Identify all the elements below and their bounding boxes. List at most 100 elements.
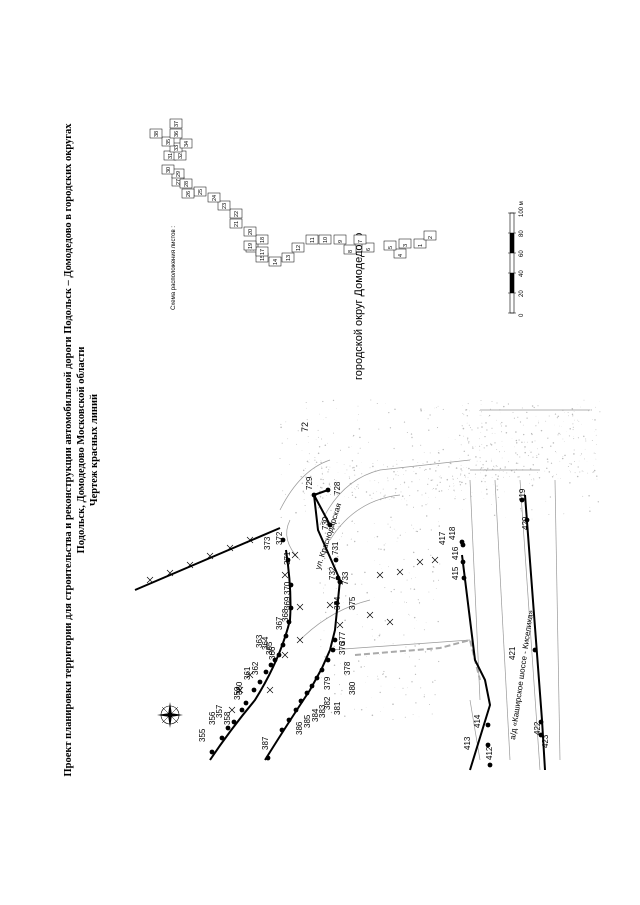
boundary-point bbox=[538, 732, 544, 738]
boundary-point bbox=[231, 719, 237, 725]
point-label: 363 bbox=[255, 634, 264, 648]
point-label: 412 bbox=[485, 746, 494, 760]
cross-marker bbox=[296, 636, 304, 644]
point-label: 377 bbox=[338, 631, 347, 645]
boundary-point bbox=[532, 647, 538, 653]
sheet-cell bbox=[161, 136, 175, 147]
boundary-point bbox=[327, 522, 333, 528]
point-label: 380 bbox=[348, 681, 357, 695]
terrain-speckle bbox=[279, 399, 601, 721]
cross-marker bbox=[296, 603, 304, 611]
sheet-label: 32 bbox=[178, 153, 184, 159]
boundary-point bbox=[288, 605, 294, 611]
point-label: 417 bbox=[438, 531, 447, 545]
red-lines bbox=[134, 489, 546, 771]
boundary-point bbox=[257, 679, 263, 685]
sheet-label: 27 bbox=[176, 179, 182, 185]
point-label: 414 bbox=[473, 714, 482, 728]
sheet-label: 18 bbox=[260, 237, 266, 243]
point-label: 366 bbox=[268, 646, 277, 660]
boundary-point bbox=[311, 492, 317, 498]
point-label: 383 bbox=[318, 704, 327, 718]
sheet-cell bbox=[393, 248, 407, 259]
sheet-cell bbox=[161, 164, 175, 175]
boundary-point bbox=[209, 749, 215, 755]
sheet-label: 11 bbox=[310, 237, 316, 243]
sheet-cell bbox=[343, 244, 357, 255]
sheet-label: 20 bbox=[248, 229, 254, 235]
point-label: 371 bbox=[283, 551, 292, 565]
cross-marker bbox=[396, 568, 404, 576]
sheet-cell bbox=[291, 242, 305, 253]
scale-tick-label: 20 bbox=[519, 290, 525, 297]
sheet-cell bbox=[243, 226, 257, 237]
boundary-points bbox=[209, 487, 544, 768]
point-label: 356 bbox=[208, 711, 217, 725]
sheet-label: 31 bbox=[168, 153, 174, 159]
point-label: 358 bbox=[223, 711, 232, 725]
boundary-point bbox=[524, 517, 530, 523]
sheet-cell bbox=[268, 256, 282, 267]
point-label: 376 bbox=[338, 641, 347, 655]
point-label: 733 bbox=[341, 571, 350, 585]
dashed-boundary bbox=[354, 638, 481, 681]
sheet-label: 23 bbox=[222, 203, 228, 209]
point-label: 413 bbox=[463, 736, 472, 750]
cross-marker bbox=[266, 686, 274, 694]
cross-marker bbox=[431, 556, 439, 564]
point-label: 386 bbox=[295, 721, 304, 735]
district-label: городской округ Домодедово bbox=[353, 233, 365, 380]
point-label: 368 bbox=[281, 608, 290, 622]
cross-marker bbox=[281, 571, 289, 579]
sheet-label: 35 bbox=[166, 139, 172, 145]
scale-tick-label: 100 м bbox=[519, 201, 525, 217]
cross-marker bbox=[228, 706, 236, 714]
point-label: 384 bbox=[311, 708, 320, 722]
cross-marker bbox=[376, 571, 384, 579]
point-label: 369 bbox=[283, 596, 292, 610]
boundary-point bbox=[279, 727, 285, 733]
sheet-cell bbox=[413, 238, 427, 249]
point-label: 421 bbox=[508, 646, 517, 660]
boundary-point bbox=[461, 575, 467, 581]
sheet-label: 17 bbox=[260, 249, 266, 255]
sheet-label: 30 bbox=[166, 167, 172, 173]
sheet-label: 5 bbox=[388, 246, 394, 249]
boundary-point bbox=[272, 657, 278, 663]
cross-marker bbox=[326, 601, 334, 609]
sheet-cell bbox=[383, 240, 397, 251]
boundary-point bbox=[239, 707, 245, 713]
sheet-cell bbox=[229, 218, 243, 229]
point-label: 367 bbox=[275, 616, 284, 630]
boundary-point bbox=[538, 719, 544, 725]
point-label: 357 bbox=[215, 704, 224, 718]
point-label: 373 bbox=[263, 536, 272, 550]
scale-tick-label: 0 bbox=[519, 313, 525, 317]
street-label-highway: а/д «Каширское шоссе - Киселиха» bbox=[508, 609, 535, 740]
sheet-cell bbox=[361, 242, 375, 253]
sheet-label: 7 bbox=[358, 240, 364, 243]
sheet-label: 29 bbox=[176, 171, 182, 177]
sheet-cell bbox=[229, 208, 243, 219]
sheet-label: 13 bbox=[286, 255, 292, 261]
sheet-label: 36 bbox=[174, 131, 180, 137]
point-label: 362 bbox=[251, 661, 260, 675]
sheet-cell bbox=[281, 252, 295, 263]
point-label: 385 bbox=[303, 714, 312, 728]
point-label: 731 bbox=[331, 541, 340, 555]
sheet-label: 19 bbox=[248, 243, 254, 249]
boundary-point bbox=[325, 487, 331, 493]
point-label: 387 bbox=[261, 736, 270, 750]
point-label: 360 bbox=[235, 681, 244, 695]
point-label: 370 bbox=[283, 581, 292, 595]
sheet-label: 10 bbox=[323, 237, 329, 243]
point-label: 419 bbox=[518, 488, 527, 502]
sheet-cell bbox=[255, 234, 269, 245]
boundary-point bbox=[337, 579, 343, 585]
sheet-label: 6 bbox=[366, 248, 372, 251]
sheet-label: 1 bbox=[418, 244, 424, 247]
point-label: 415 bbox=[451, 566, 460, 580]
cross-marker bbox=[236, 686, 244, 694]
point-label: 420 bbox=[521, 516, 530, 530]
